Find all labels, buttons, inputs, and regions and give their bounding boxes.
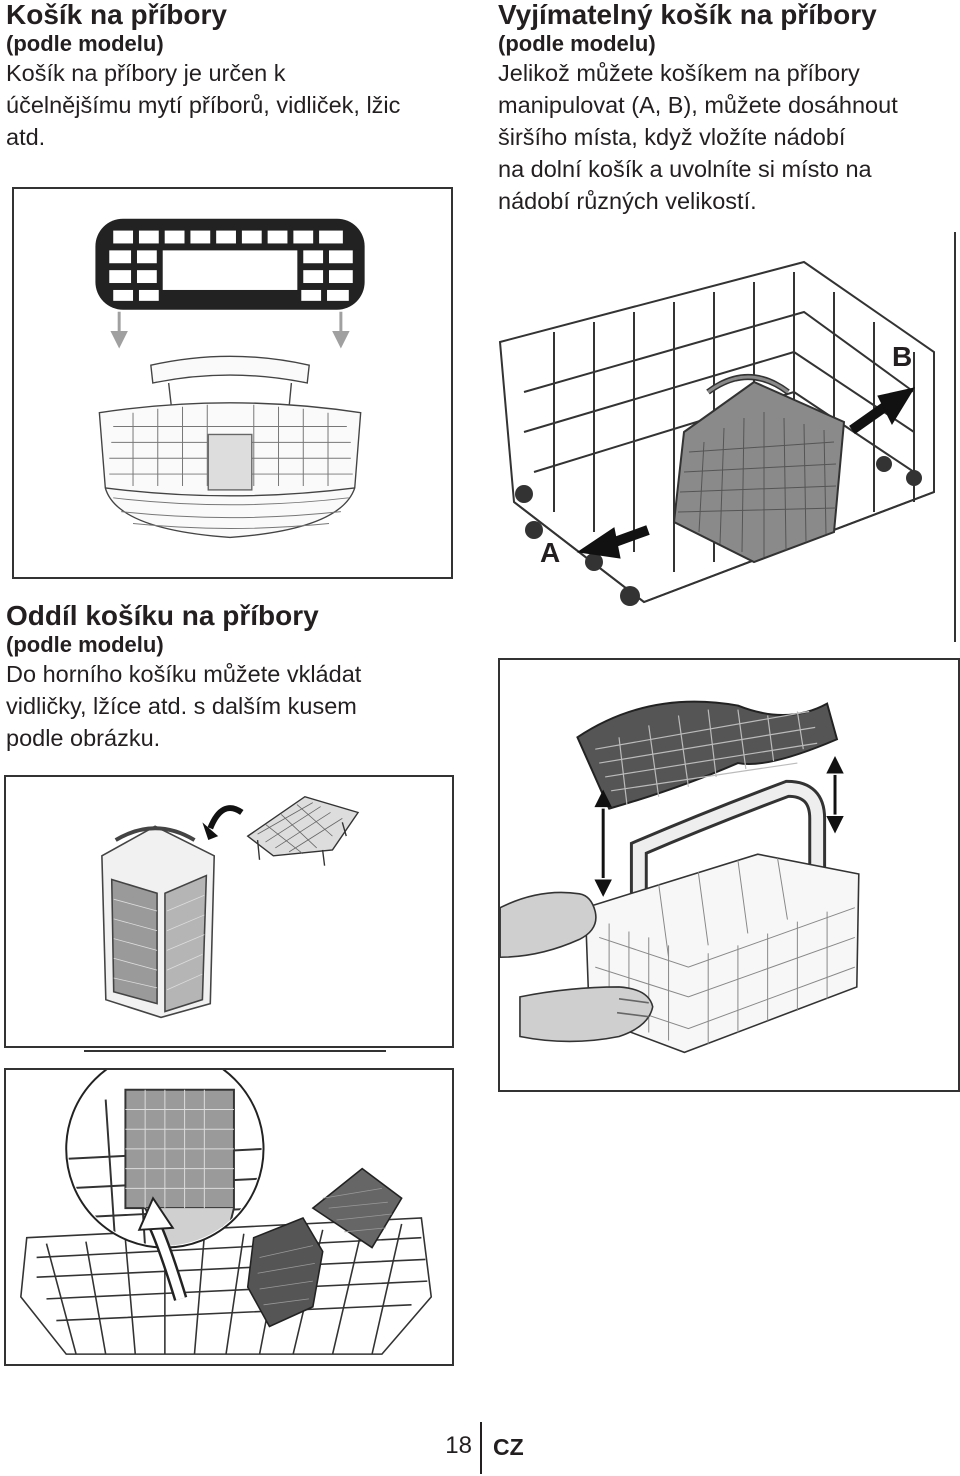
removable-basket-line: Jelikož můžete košíkem na příbory [498,60,860,86]
page-footer: 18 CZ [0,1418,960,1476]
cutlery-basket-line: atd. [6,124,46,150]
move-arrow-icon [576,387,916,559]
tall-basket [101,825,216,1019]
removable-basket-line: manipulovat (A, B), můžete dosáhnout [498,92,898,118]
basket-compartment-title: Oddíl košíku na příbory [6,600,319,631]
label-b: B [892,341,912,372]
page-number: 18 [445,1432,472,1459]
lift-lid-figure [498,658,960,1092]
basket-compartment-line: Do horního košíku můžete vkládat [6,661,362,687]
language-code: CZ [493,1434,524,1460]
removable-basket-line: na dolní košík a uvolníte si místo na [498,156,872,182]
upper-rack-illustration [20,1070,433,1355]
zoom-detail [65,1070,265,1249]
basket-compartment-subtitle: (podle modelu) [6,632,164,657]
lift-lid-illustration [500,700,860,1054]
insert-arrow-icon [137,1196,188,1301]
rotate-arrow-icon [202,805,244,841]
basket-compartment-section: Oddíl košíku na příbory (podle modelu) D… [6,601,476,754]
removable-basket-section: Vyjímatelný košík na příbory (podle mode… [498,0,958,217]
removable-basket-title: Vyjímatelný košík na příbory [498,0,877,30]
rack-wheels [515,456,922,606]
cutlery-basket-title: Košík na příbory [6,0,227,30]
removable-basket-subtitle: (podle modelu) [498,31,656,56]
basket-compartment-line: vidličky, lžíce atd. s dalším kusem [6,693,357,719]
cutlery-basket-figure [12,187,453,579]
upper-rack-figure [4,1068,454,1366]
basket-insert-illustration [101,795,360,1019]
basket-insert-figure [4,775,454,1048]
rack-illustration: A B [498,232,956,642]
cutlery-basket-subtitle: (podle modelu) [6,31,164,56]
cutlery-basket-in-rack [246,1167,403,1328]
footer-divider [480,1422,482,1474]
removable-basket-line: nádobí různých velikostí. [498,188,757,214]
cutlery-basket-line: Košík na příbory je určen k [6,60,286,86]
small-insert [246,795,360,866]
basket-frame [584,853,860,1054]
cutlery-basket-section: Košík na příbory (podle modelu) Košík na… [6,0,471,153]
hand-icon [500,891,654,1043]
basket-body [98,355,362,539]
basket-compartment-line: podle obrázku. [6,725,161,751]
cutlery-basket-illustration [95,218,365,539]
cutlery-basket-line: účelnějšímu mytí příborů, vidliček, lžic [6,92,401,118]
basket-lid [576,700,839,810]
removable-basket-line: širšího místa, když vložíte nádobí [498,124,846,150]
rack-movable-basket-figure: A B [494,232,956,642]
label-a: A [540,537,560,568]
section-divider [84,1050,386,1052]
movable-basket [672,374,846,564]
down-arrow-icon [110,311,350,349]
vertical-arrow-icon [594,755,844,897]
